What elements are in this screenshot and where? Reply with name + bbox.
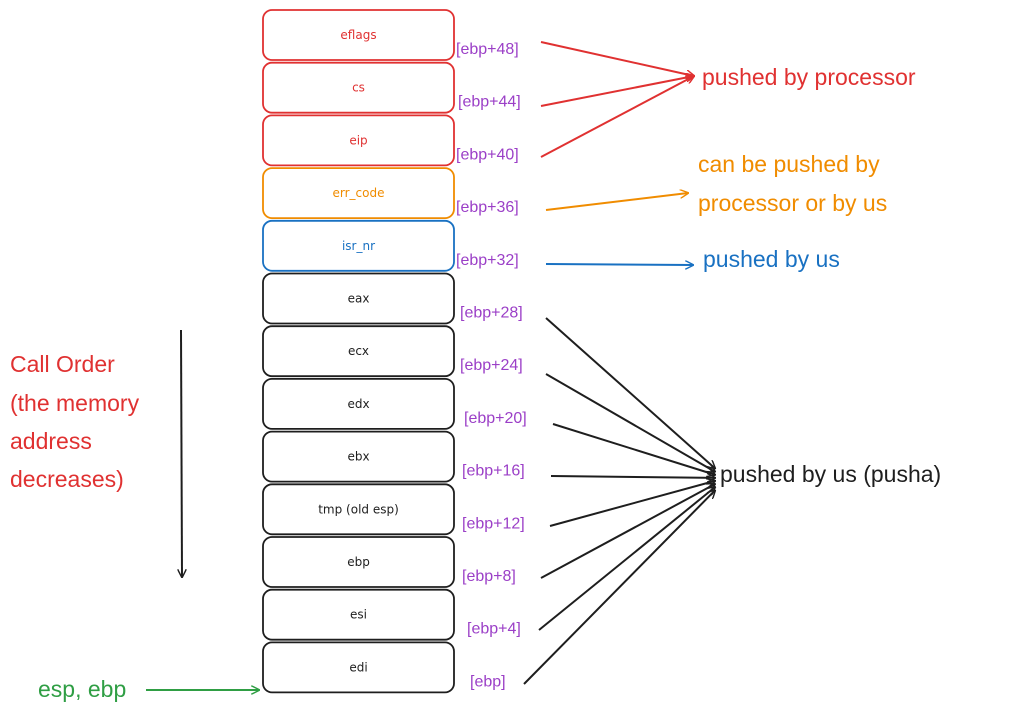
stack-slot-tmp-old-esp-: tmp (old esp) xyxy=(262,483,455,536)
pusha-arrow xyxy=(538,487,715,631)
call-order-line-2: (the memory xyxy=(10,390,140,416)
stack-slot-eax: eax xyxy=(262,272,455,325)
stack-slot-isr-nr: isr_nr xyxy=(262,219,455,272)
stack-slot-box xyxy=(262,536,455,588)
stack-slot-label: eip xyxy=(349,133,367,147)
stack-slot-box xyxy=(262,483,455,536)
stack-slot-edx: edx xyxy=(262,377,455,430)
pushed-by-us-label: pushed by us xyxy=(703,246,840,272)
stack-slot-box xyxy=(262,588,455,641)
can-be-pushed-label-line1: can be pushed by xyxy=(698,151,880,177)
call-order-line-3: address xyxy=(10,428,92,454)
stack-slot-label: edi xyxy=(349,660,367,674)
pusha-arrow xyxy=(540,484,715,579)
stack-slot-label: cs xyxy=(352,81,365,95)
offset-label: [ebp+24] xyxy=(460,357,523,374)
stack-slot-esi: esi xyxy=(262,588,455,641)
call-order-note: Call Order (the memory address decreases… xyxy=(10,351,140,492)
can-be-pushed-label-line2: processor or by us xyxy=(698,190,887,216)
offset-label: [ebp+44] xyxy=(458,94,521,111)
pushed-by-processor-label: pushed by processor xyxy=(702,64,916,90)
offset-label: [ebp+12] xyxy=(462,515,525,532)
optional-arrow xyxy=(545,193,688,211)
stack-slot-box xyxy=(262,641,455,694)
pusha-arrow xyxy=(523,490,715,685)
stack-slot-label: ebx xyxy=(347,450,369,464)
stack-slot-label: eax xyxy=(348,292,370,306)
stack-slot-eip: eip xyxy=(262,114,455,167)
isr-arrow xyxy=(545,264,693,265)
stack-slot-label: ecx xyxy=(348,344,369,358)
pusha-arrow xyxy=(549,481,715,527)
stack-slot-box xyxy=(262,219,455,272)
pusha-arrow xyxy=(550,476,715,478)
pusha-arrow xyxy=(545,373,715,472)
offset-labels: [ebp+48] [ebp+44] [ebp+40] [ebp+36] [ebp+32]… xyxy=(456,41,527,690)
offset-label: [ebp+40] xyxy=(456,146,519,163)
stack-slot-box xyxy=(262,61,455,114)
stack-slot-edi: edi xyxy=(262,641,455,694)
offset-label: [ebp+16] xyxy=(462,463,525,480)
stack-slot-box xyxy=(262,325,455,378)
stack-slot-eflags: eflags xyxy=(262,9,455,61)
call-order-line-4: decreases) xyxy=(10,466,124,492)
stack-slot-label: err_code xyxy=(333,186,385,200)
stack-slot-label: esi xyxy=(350,608,367,622)
esp-ebp-label: esp, ebp xyxy=(38,676,126,702)
stack-slot-box xyxy=(262,167,455,220)
stack-slot-label: edx xyxy=(347,397,369,411)
stack-slot-box xyxy=(262,430,455,483)
call-order-line-1: Call Order xyxy=(10,351,115,377)
stack-slot-box xyxy=(262,114,455,167)
stack-slot-label: tmp (old esp) xyxy=(318,502,399,516)
stack-slot-box xyxy=(262,272,455,325)
pushed-by-pusha-label: pushed by us (pusha) xyxy=(720,461,941,487)
offset-label: [ebp+4] xyxy=(467,621,521,638)
stack-slot-ecx: ecx xyxy=(262,325,455,378)
pusha-arrow xyxy=(552,423,715,475)
offset-label: [ebp] xyxy=(470,673,506,690)
stack-slot-box xyxy=(262,377,455,430)
stack-slot-err-code: err_code xyxy=(262,167,455,220)
stack-slot-ebx: ebx xyxy=(262,430,455,483)
offset-label: [ebp+20] xyxy=(464,410,527,427)
stack-slot-label: ebp xyxy=(347,555,370,569)
offset-label: [ebp+48] xyxy=(456,41,519,58)
offset-label: [ebp+36] xyxy=(456,199,519,216)
offset-label: [ebp+32] xyxy=(456,252,519,269)
stack-slot-ebp: ebp xyxy=(262,536,455,588)
call-order-down-arrow xyxy=(181,329,182,577)
processor-arrow xyxy=(540,41,694,76)
stack-slot-box xyxy=(262,9,455,61)
annotation-arrows xyxy=(523,41,715,685)
pusha-arrow xyxy=(545,317,715,468)
offset-label: [ebp+8] xyxy=(462,568,516,585)
processor-arrow xyxy=(540,76,694,107)
stack-slot-label: isr_nr xyxy=(342,239,375,253)
offset-label: [ebp+28] xyxy=(460,305,523,322)
stack-slot-label: eflags xyxy=(340,28,376,42)
stack-slot-cs: cs xyxy=(262,61,455,114)
processor-arrow xyxy=(540,76,694,158)
